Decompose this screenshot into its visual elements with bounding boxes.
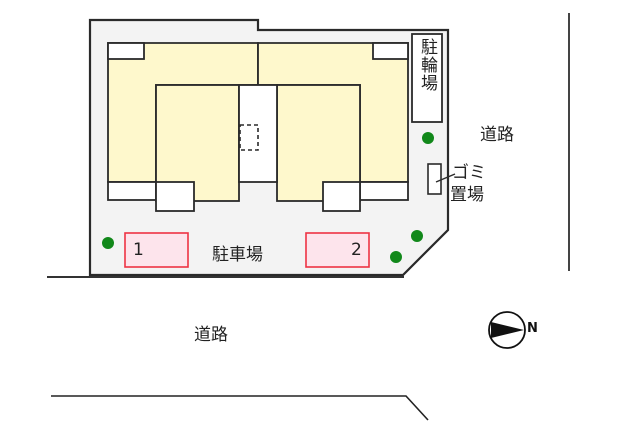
tree-icon: [102, 237, 114, 249]
north-label: N: [527, 321, 538, 336]
parking-slot-number: 1: [133, 240, 144, 260]
tree-icon: [422, 132, 434, 144]
parking-slot-1: [124, 232, 189, 268]
bicycle-parking-box: [411, 33, 443, 123]
tree-icon: [390, 251, 402, 263]
stair-marker: [239, 124, 259, 151]
road-south-label: 道路: [194, 325, 228, 345]
parking-label: 駐車場: [212, 245, 263, 265]
garbage-area-label-line1: ゴミ: [452, 163, 486, 183]
garbage-leader-line: [435, 173, 456, 183]
parking-slot-number: 2: [351, 240, 362, 260]
building: [107, 42, 409, 212]
north-arrow-icon: [488, 311, 526, 349]
tree-icon: [411, 230, 423, 242]
parking-slot-2: [305, 232, 370, 268]
bicycle-parking-label: 駐輪場: [417, 38, 437, 92]
garbage-area-label-line2: 置場: [450, 185, 484, 205]
road-east-label: 道路: [480, 125, 514, 145]
road-edge-south: [51, 395, 429, 421]
garbage-area-box: [427, 163, 442, 195]
